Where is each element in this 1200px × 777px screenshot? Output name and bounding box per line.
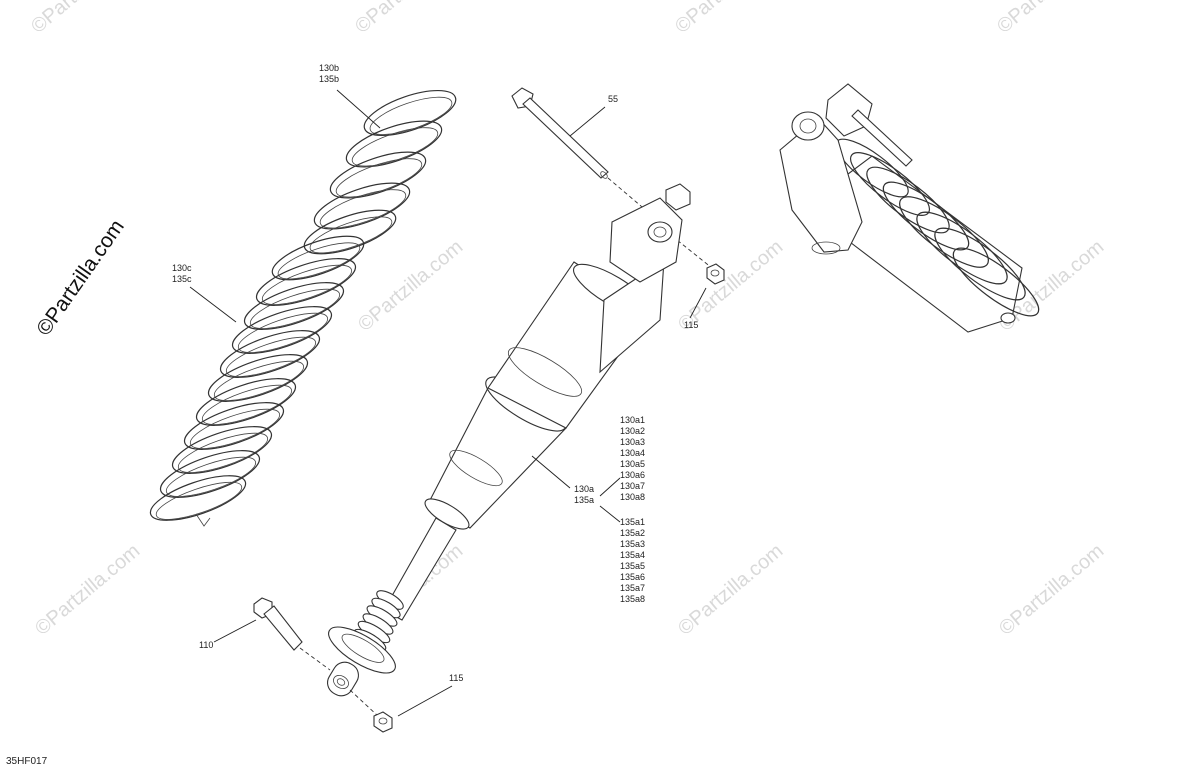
watermark-text: ©Partzilla.com [27, 0, 140, 38]
spring-coil [171, 426, 273, 474]
upper-nut [706, 263, 725, 285]
label-135a5: 135a5 [620, 561, 645, 571]
assembled-reservoir [779, 117, 863, 253]
lower-spring [149, 235, 365, 527]
label-130a5: 130a5 [620, 459, 645, 469]
label-135a6: 135a6 [620, 572, 645, 582]
label-135b: 135b [319, 74, 339, 84]
watermark-text: ©Partzilla.com [993, 0, 1106, 38]
spring-coil [149, 475, 247, 521]
label-135a: 135a [574, 495, 594, 505]
top-mount-bushing [647, 221, 673, 243]
spring-coil [255, 258, 357, 306]
upper-bolt [511, 87, 609, 179]
label-130a4: 130a4 [620, 448, 645, 458]
label-130c: 130c [172, 263, 192, 273]
spring-coil [183, 402, 285, 450]
leader-110 [213, 619, 257, 643]
nut-body [373, 711, 393, 733]
spring-coil [303, 209, 397, 255]
label-130a1: 130a1 [620, 415, 645, 425]
label-55: 55 [608, 94, 618, 104]
leader-130b [336, 89, 381, 129]
spring-coil [159, 450, 261, 498]
label-135a1: 135a1 [620, 517, 645, 527]
label-130a2: 130a2 [620, 426, 645, 436]
watermark-text: ©Partzilla.com [354, 236, 467, 336]
brand-mark-text: ©Partzilla.com [32, 216, 129, 340]
watermark-text: ©Partzilla.com [31, 540, 144, 640]
assembled-lower-eyelet [1000, 312, 1016, 324]
lower-bolt [253, 597, 303, 651]
label-135c: 135c [172, 274, 192, 284]
label-110: 110 [199, 640, 213, 650]
spring-coil [271, 235, 365, 281]
label-135a8: 135a8 [620, 594, 645, 604]
label-130a7: 130a7 [620, 481, 645, 491]
leader-upper-115 [689, 287, 707, 319]
spring-coil [243, 282, 345, 330]
callout-labels: 130b 135b 130c 135c 55 115 130a 135a 110… [172, 63, 698, 683]
label-130a6: 130a6 [620, 470, 645, 480]
label-130a: 130a [574, 484, 594, 494]
brand-mark: ©Partzilla.com [32, 216, 129, 340]
assembled-top-mount [791, 111, 825, 141]
leader-130a-variants [599, 477, 621, 497]
variants-130a-list: 130a1 130a2 130a3 130a4 130a5 130a6 130a… [620, 415, 645, 502]
leader-130c [189, 286, 237, 323]
bolt-shank [263, 605, 303, 651]
nut-body [706, 263, 725, 285]
lower-eyelet [327, 661, 359, 697]
spring-end [195, 513, 211, 527]
label-lower-115: 115 [449, 673, 463, 683]
label-upper-115: 115 [684, 320, 698, 330]
label-135a7: 135a7 [620, 583, 645, 593]
variants-135a-list: 135a1 135a2 135a3 135a4 135a5 135a6 135a… [620, 517, 645, 604]
shock-seal [424, 498, 470, 530]
label-135a2: 135a2 [620, 528, 645, 538]
top-adjuster [665, 183, 691, 211]
spring-coil [219, 330, 321, 378]
upper-spring [303, 89, 457, 255]
spring-coil [195, 378, 297, 426]
bolt-shank [522, 97, 609, 179]
shock-top-mount [609, 197, 683, 283]
leader-lower-115 [397, 685, 453, 717]
leader-55 [569, 106, 606, 137]
watermark-text: ©Partzilla.com [671, 0, 784, 38]
label-135a3: 135a3 [620, 539, 645, 549]
assembled-spring-body [831, 155, 1023, 333]
spring-coil [363, 89, 457, 137]
watermark-text: ©Partzilla.com [351, 0, 464, 38]
label-130a3: 130a3 [620, 437, 645, 447]
spring-coil [231, 306, 333, 354]
lower-nut [373, 711, 393, 733]
leader-lines [189, 89, 707, 717]
label-135a4: 135a4 [620, 550, 645, 560]
label-130a8: 130a8 [620, 492, 645, 502]
leader-130a [531, 455, 571, 489]
assembled-shock [779, 83, 1040, 333]
spring-coil [345, 120, 443, 168]
spring-coil [313, 182, 411, 230]
bolt-axis-line [299, 647, 331, 671]
spring-coil [329, 151, 427, 199]
spring-coil [207, 354, 309, 402]
watermark-text: ©Partzilla.com [995, 540, 1108, 640]
diagram-code: 35HF017 [6, 756, 48, 767]
leader-135a-variants [599, 505, 621, 523]
assembled-bolt [851, 109, 913, 167]
watermark-text: ©Partzilla.com [674, 540, 787, 640]
nut-axis-line [349, 689, 379, 717]
shock-absorber [327, 183, 691, 697]
lower-spring-seat [328, 626, 396, 674]
label-130b: 130b [319, 63, 339, 73]
